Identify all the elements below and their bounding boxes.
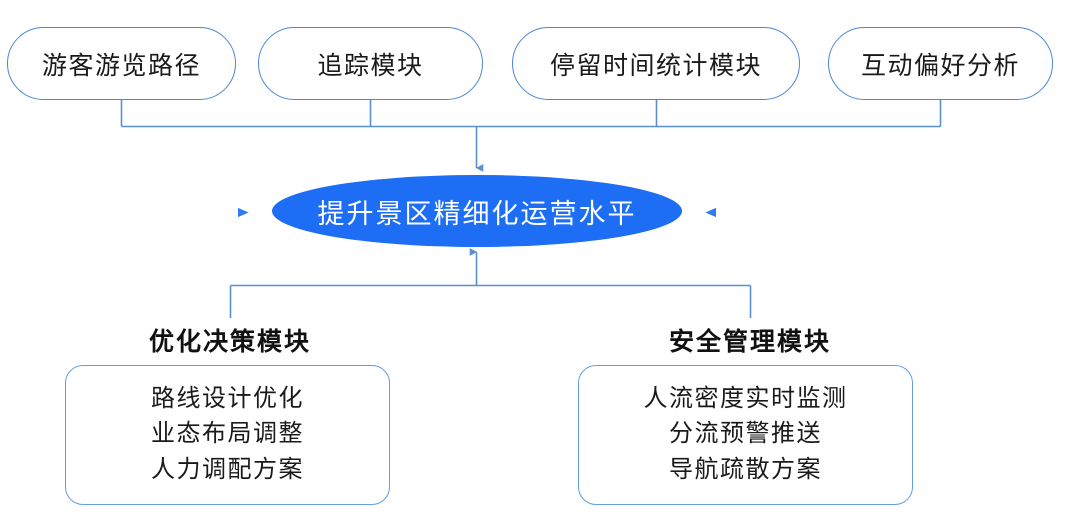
section-title-safety: 安全管理模块 — [600, 322, 900, 358]
section-title-optimization: 优化决策模块 — [80, 322, 380, 358]
top-module-4-label: 互动偏好分析 — [860, 52, 1020, 80]
central-goal-node[interactable]: 提升景区精细化运营水平 — [272, 175, 682, 247]
central-goal-label: 提升景区精细化运营水平 — [317, 198, 637, 229]
list-item: 人流密度实时监测 — [643, 386, 848, 413]
list-item: 路线设计优化 — [151, 386, 304, 413]
list-item: 业态布局调整 — [151, 421, 304, 448]
section-title-safety-label: 安全管理模块 — [668, 329, 831, 356]
section-title-optimization-label: 优化决策模块 — [148, 329, 311, 356]
list-item: 人力调配方案 — [151, 456, 304, 483]
top-module-2[interactable]: 追踪模块 — [258, 27, 483, 100]
section-card-safety[interactable]: 人流密度实时监测 分流预警推送 导航疏散方案 — [578, 365, 913, 505]
top-module-3-label: 停留时间统计模块 — [549, 52, 762, 80]
top-module-1-label: 游客游览路径 — [41, 52, 201, 80]
top-module-3[interactable]: 停留时间统计模块 — [512, 27, 800, 100]
list-item: 分流预警推送 — [669, 421, 822, 448]
section-card-optimization[interactable]: 路线设计优化 业态布局调整 人力调配方案 — [65, 365, 390, 505]
top-module-4[interactable]: 互动偏好分析 — [828, 27, 1053, 100]
top-module-1[interactable]: 游客游览路径 — [7, 27, 236, 100]
top-module-2-label: 追踪模块 — [317, 52, 424, 80]
list-item: 导航疏散方案 — [669, 456, 822, 483]
